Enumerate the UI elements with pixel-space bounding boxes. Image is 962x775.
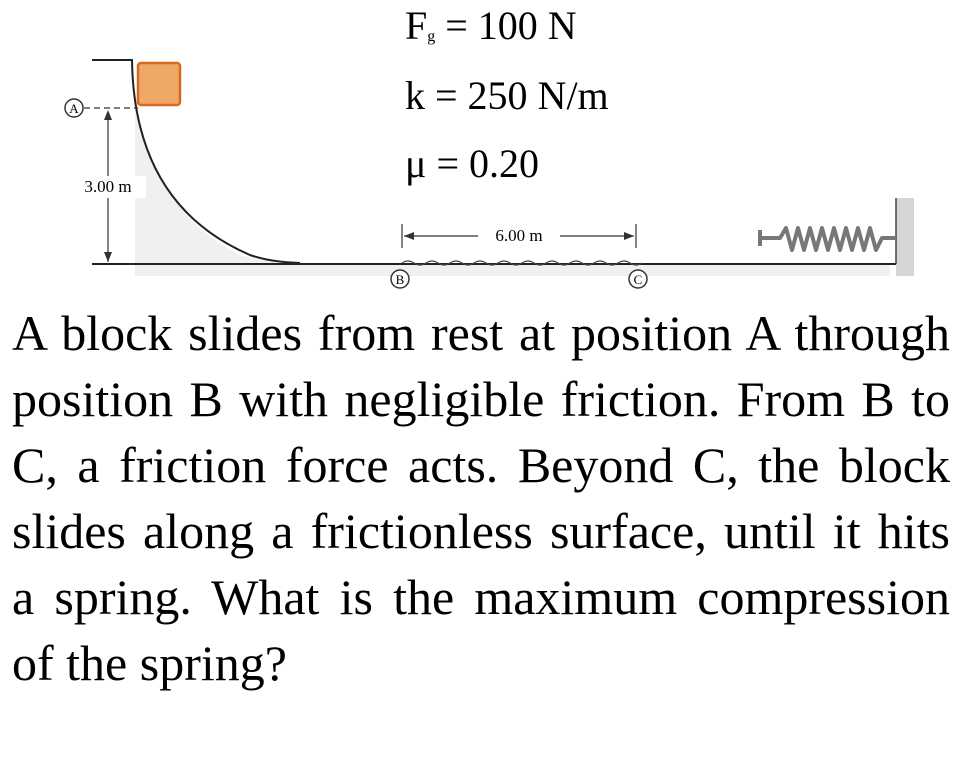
position-b-marker [390,269,410,289]
spring-wall [896,198,914,276]
given-spring-constant: k = 250 N/m [405,73,609,118]
given-friction-coefficient: μ = 0.20 [405,141,540,186]
sliding-block [136,61,182,107]
weight-subscript: g [427,28,436,45]
position-c-label: C [634,272,643,287]
position-b-label: B [396,272,405,287]
position-a-label: A [69,101,79,116]
rough-segment [401,260,643,266]
problem-statement: A block slides from rest at position A t… [12,305,950,691]
physics-diagram: A 3.00 m 6.00 m B C [64,59,914,289]
weight-value: = 100 N [435,3,577,48]
given-weight: Fg = 100 N [405,6,577,46]
ramp-shading [135,60,890,276]
height-label: 3.00 m [84,177,131,196]
position-a-marker [64,98,84,118]
position-c-marker [628,269,648,289]
spring [760,226,896,252]
weight-symbol: F [405,3,428,48]
distance-label: 6.00 m [495,226,542,245]
